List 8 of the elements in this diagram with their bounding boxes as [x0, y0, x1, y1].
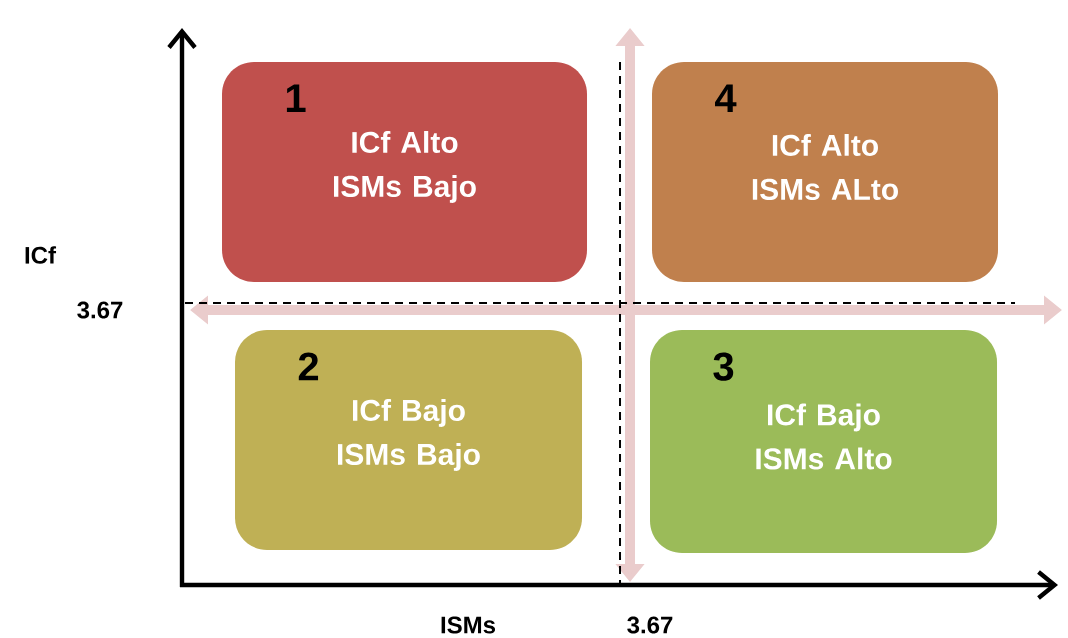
quadrant-box: 1 ICf Alto ISMs Bajo	[222, 62, 587, 282]
threshold-value: 3.67	[627, 616, 673, 634]
quadrant-box: 2 ICf Bajo ISMs Bajo	[235, 330, 582, 550]
axis-label: ISMs	[441, 616, 496, 634]
quadrant-box: 3 ICf Bajo ISMs Alto	[650, 330, 997, 553]
threshold-value: 3.67	[77, 301, 123, 319]
axis-label: ICf	[25, 246, 57, 264]
quadrant-box: 4 ICf Alto ISMs ALto	[652, 62, 998, 282]
